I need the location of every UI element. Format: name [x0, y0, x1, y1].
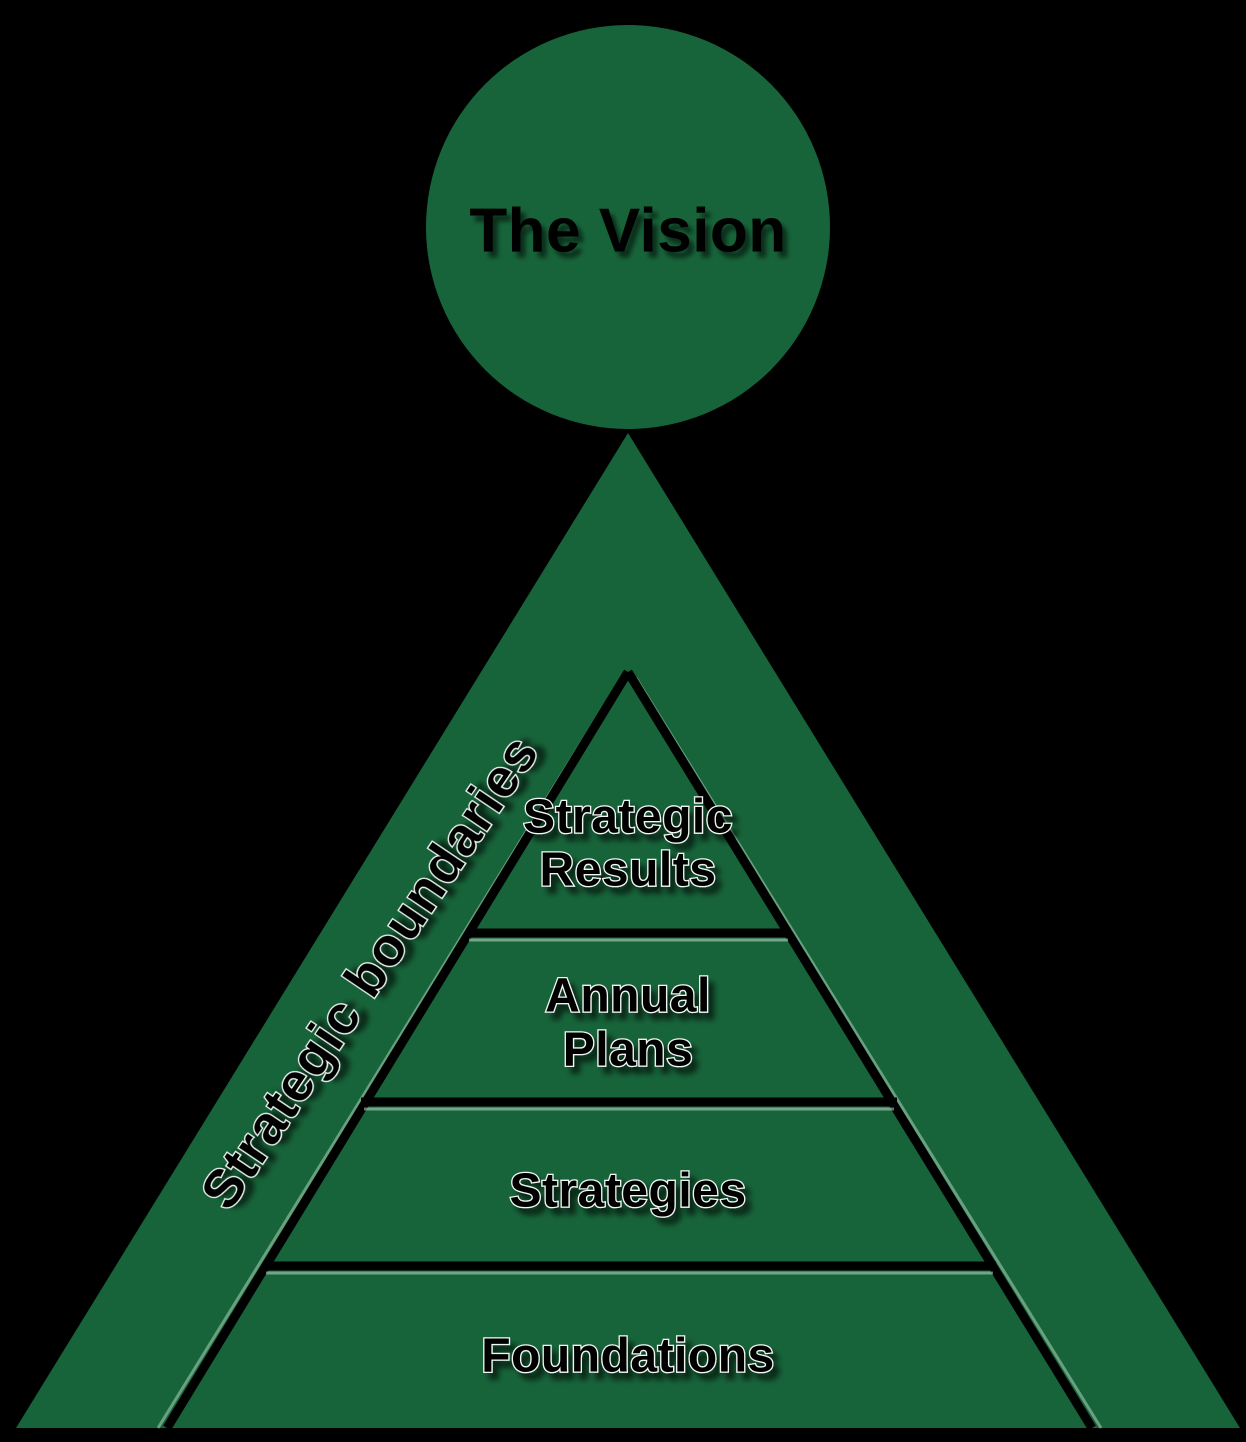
inner-pyramid-right-edge — [624, 669, 1096, 1431]
inner-pyramid-left-edge — [163, 669, 632, 1431]
level-strategies-label: Strategies — [509, 1165, 746, 1218]
level-annual-plans: Annual Plans — [544, 968, 712, 1078]
level-strategic-results-line1: Strategic — [523, 791, 733, 844]
level-annual-plans-line2: Plans — [563, 1024, 694, 1077]
inner-pyramid — [167, 672, 1092, 1428]
level-annual-plans-line1: Annual — [545, 970, 711, 1023]
vision-label: The Vision — [469, 197, 786, 266]
level-foundations-label: Foundations — [481, 1330, 774, 1383]
vision-circle — [426, 25, 830, 429]
level-strategic-results-line2: Results — [540, 844, 717, 897]
level-strategic-results: Strategic Results — [522, 789, 734, 898]
